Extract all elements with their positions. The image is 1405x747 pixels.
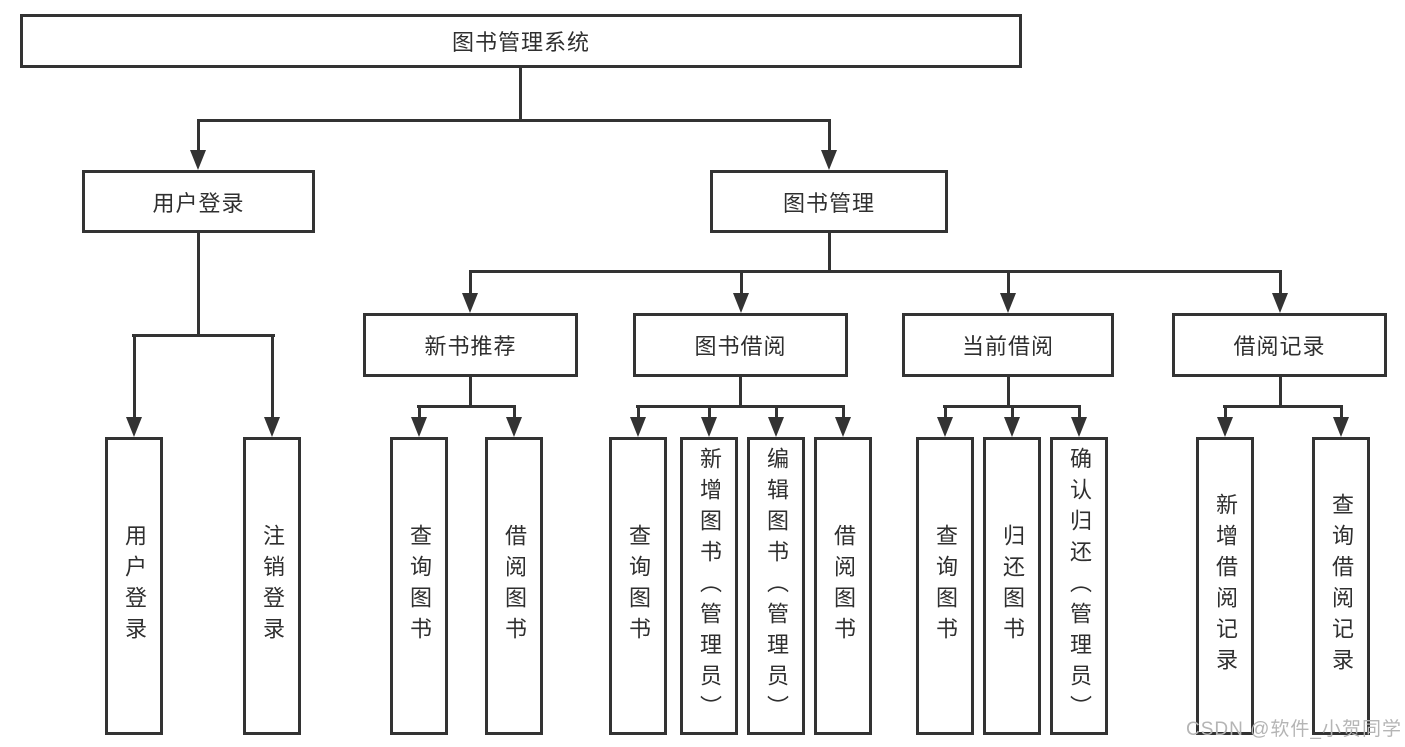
connector-current-borrowing-feed xyxy=(1007,377,1010,406)
connector-book-management-feed xyxy=(828,233,831,272)
node-borrow-books-1: 借阅图书 xyxy=(485,437,543,735)
connector-level1-rail xyxy=(197,119,831,122)
connector-stem-add-borrow-record xyxy=(1224,405,1227,418)
connector-borrowing-records-feed xyxy=(1279,377,1282,406)
connector-stem-query-books-3 xyxy=(944,405,947,418)
node-query-books-3: 查询图书 xyxy=(916,437,974,735)
arrowhead-leaf-logout xyxy=(264,417,280,437)
node-edit-books-admin: 编辑图书（管理员） xyxy=(747,437,805,735)
connector-stem-return-books xyxy=(1011,405,1014,418)
connector-stem-query-books-2 xyxy=(637,405,640,418)
node-book-borrowing: 图书借阅 xyxy=(633,313,848,377)
node-book-management: 图书管理 xyxy=(710,170,948,233)
node-query-books-2: 查询图书 xyxy=(609,437,667,735)
arrowhead-query-borrow-record xyxy=(1333,417,1349,437)
arrowhead-leaf-user-login xyxy=(126,417,142,437)
node-current-borrowing: 当前借阅 xyxy=(902,313,1114,377)
connector-user-login-feed xyxy=(197,233,200,336)
arrowhead-current-borrowing xyxy=(1000,293,1016,313)
connector-stem-borrow-books-2 xyxy=(842,405,845,418)
node-query-books-1: 查询图书 xyxy=(390,437,448,735)
connector-stem-user-login xyxy=(197,119,200,151)
connector-user-login-rail xyxy=(132,334,275,337)
connector-stem-query-books-1 xyxy=(418,405,421,418)
arrowhead-query-books-2 xyxy=(630,417,646,437)
node-user-login-leaf: 用户登录 xyxy=(105,437,163,735)
node-add-borrow-record: 新增借阅记录 xyxy=(1196,437,1254,735)
arrowhead-add-borrow-record xyxy=(1217,417,1233,437)
connector-stem-leaf-user-login xyxy=(133,334,136,418)
connector-stem-book-borrowing xyxy=(740,270,743,294)
connector-stem-new-book-recommend xyxy=(469,270,472,294)
node-query-borrow-record: 查询借阅记录 xyxy=(1312,437,1370,735)
connector-new-book-recommend-rail xyxy=(417,405,516,408)
node-library-system-root: 图书管理系统 xyxy=(20,14,1022,68)
connector-stem-edit-books-admin xyxy=(775,405,778,418)
connector-stem-confirm-return-admin xyxy=(1078,405,1081,418)
arrowhead-confirm-return-admin xyxy=(1071,417,1087,437)
arrowhead-book-management xyxy=(821,150,837,170)
connector-book-borrowing-rail xyxy=(636,405,845,408)
arrowhead-new-book-recommend xyxy=(462,293,478,313)
node-borrowing-records: 借阅记录 xyxy=(1172,313,1387,377)
connector-stem-borrowing-records xyxy=(1279,270,1282,294)
arrowhead-book-borrowing xyxy=(733,293,749,313)
arrowhead-edit-books-admin xyxy=(768,417,784,437)
arrowhead-return-books xyxy=(1004,417,1020,437)
arrowhead-query-books-1 xyxy=(411,417,427,437)
connector-stem-current-borrowing xyxy=(1007,270,1010,294)
watermark: CSDN @软件_小贺同学 xyxy=(1186,719,1402,740)
node-return-books: 归还图书 xyxy=(983,437,1041,735)
connector-stem-borrow-books-1 xyxy=(513,405,516,418)
node-borrow-books-2: 借阅图书 xyxy=(814,437,872,735)
arrowhead-borrow-books-1 xyxy=(506,417,522,437)
arrowhead-borrow-books-2 xyxy=(835,417,851,437)
connector-new-book-recommend-feed xyxy=(469,377,472,406)
connector-root-feed xyxy=(519,68,522,121)
node-user-login: 用户登录 xyxy=(82,170,315,233)
connector-book-borrowing-feed xyxy=(739,377,742,406)
arrowhead-query-books-3 xyxy=(937,417,953,437)
connector-level3-rail xyxy=(469,270,1282,273)
node-logout: 注销登录 xyxy=(243,437,301,735)
arrowhead-borrowing-records xyxy=(1272,293,1288,313)
node-confirm-return-admin: 确认归还（管理员） xyxy=(1050,437,1108,735)
node-add-books-admin: 新增图书（管理员） xyxy=(680,437,738,735)
connector-stem-add-books-admin xyxy=(708,405,711,418)
connector-stem-leaf-logout xyxy=(271,334,274,418)
arrowhead-user-login xyxy=(190,150,206,170)
connector-stem-book-management xyxy=(828,119,831,151)
arrowhead-add-books-admin xyxy=(701,417,717,437)
connector-borrowing-records-rail xyxy=(1223,405,1343,408)
node-new-book-recommend: 新书推荐 xyxy=(363,313,578,377)
connector-stem-query-borrow-record xyxy=(1340,405,1343,418)
